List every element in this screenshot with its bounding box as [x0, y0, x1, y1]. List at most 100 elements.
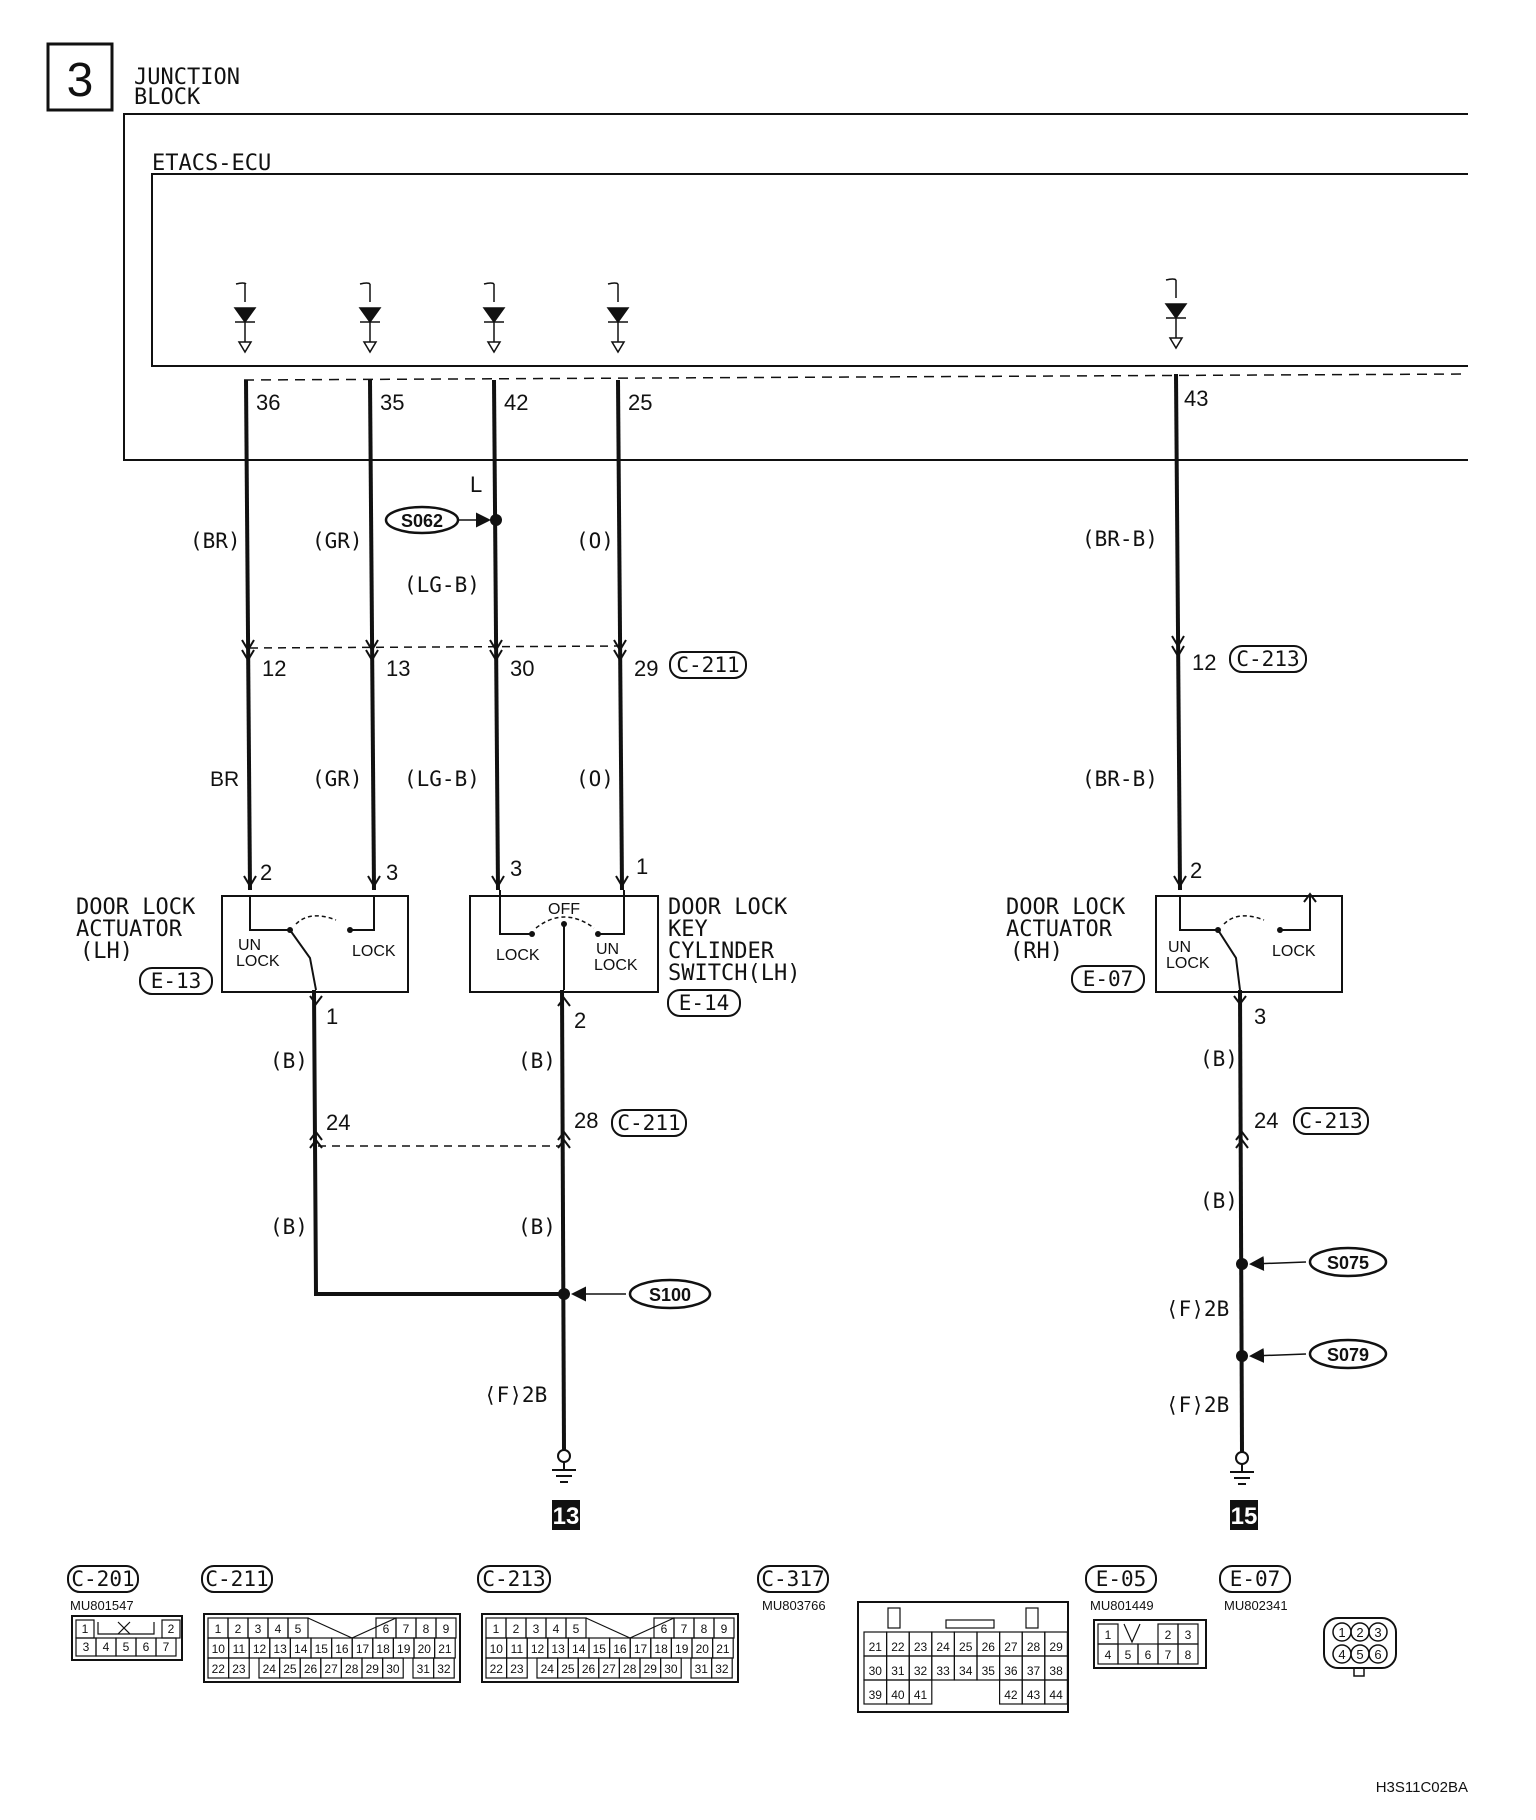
- svg-text:LOCK: LOCK: [1166, 955, 1210, 972]
- connector-pin: 7: [155, 1637, 177, 1657]
- svg-text:37: 37: [1027, 1664, 1041, 1678]
- svg-text:10: 10: [490, 1642, 504, 1656]
- connector-pin: 21: [863, 1631, 888, 1657]
- connector-pin: 6: [375, 1617, 397, 1639]
- svg-text:LOCK: LOCK: [352, 943, 396, 960]
- svg-text:25: 25: [959, 1640, 973, 1654]
- ks-color-b-bottom: (B): [518, 1215, 556, 1239]
- svg-text:4: 4: [1338, 1647, 1345, 1662]
- ground-15: [1230, 1451, 1254, 1485]
- svg-text:6: 6: [1374, 1647, 1381, 1662]
- svg-text:18: 18: [654, 1642, 668, 1656]
- inline-arrows-upper: [241, 635, 1185, 662]
- driver-36: [233, 282, 257, 354]
- svg-text:5: 5: [1356, 1647, 1363, 1662]
- lh-actuator-pin-3: 3: [386, 860, 398, 885]
- wire-gr: [368, 379, 376, 891]
- connector-pin: 26: [299, 1657, 322, 1679]
- lh-actuator: UN LOCK LOCK DOOR LOCK ACTUATOR (LH) E-1…: [76, 895, 409, 995]
- svg-text:26: 26: [582, 1662, 596, 1676]
- section-number: 3: [67, 54, 94, 107]
- rh-actuator-name: DOOR LOCK: [1006, 895, 1126, 920]
- svg-text:9: 9: [443, 1622, 450, 1636]
- connector-pin: 23: [908, 1631, 933, 1657]
- svg-text:UN: UN: [1168, 939, 1191, 956]
- wire-color-gr-mid: (GR): [312, 767, 363, 791]
- splice-s100: S100: [558, 1278, 712, 1310]
- connector-pin: 30: [863, 1655, 888, 1681]
- svg-text:13: 13: [273, 1642, 287, 1656]
- svg-text:E-07: E-07: [1083, 967, 1134, 991]
- connector-pin: 3: [525, 1617, 547, 1639]
- svg-text:28: 28: [345, 1662, 359, 1676]
- connector-pin: 29: [639, 1657, 662, 1679]
- wire-lg-b: [492, 379, 500, 891]
- connector-pin: 3: [1177, 1623, 1199, 1645]
- connector-pin: 30: [382, 1657, 404, 1679]
- connector-pin: 4: [267, 1617, 289, 1639]
- svg-text:2: 2: [513, 1622, 520, 1636]
- connector-pin: 23: [506, 1657, 528, 1679]
- svg-text:7: 7: [681, 1622, 688, 1636]
- connector-pin: 36: [998, 1655, 1023, 1681]
- svg-text:27: 27: [324, 1662, 338, 1676]
- svg-text:4: 4: [553, 1622, 560, 1636]
- svg-text:4: 4: [1105, 1648, 1112, 1662]
- svg-text:27: 27: [602, 1662, 616, 1676]
- connector-pin: 11: [228, 1637, 250, 1659]
- connector-pin: 15: [588, 1637, 611, 1659]
- connector-pin: 31: [412, 1657, 435, 1679]
- svg-text:3: 3: [255, 1622, 262, 1636]
- connector-pin: 16: [331, 1637, 353, 1659]
- connector-pin: 43: [1021, 1679, 1046, 1705]
- svg-text:1: 1: [1105, 1628, 1112, 1642]
- connector-pin: 37: [1021, 1655, 1046, 1681]
- junction-block-frame: [123, 113, 1468, 461]
- wire-color-br-mid: BR: [210, 768, 239, 791]
- svg-text:32: 32: [715, 1662, 729, 1676]
- svg-text:34: 34: [959, 1664, 973, 1678]
- ecu-pin-36: 36: [256, 390, 280, 415]
- svg-text:30: 30: [664, 1662, 678, 1676]
- key-switch-tag: E-14: [667, 989, 741, 1017]
- connector-pin: 7: [1157, 1643, 1179, 1665]
- svg-text:15: 15: [593, 1642, 607, 1656]
- connector-pin: 32: [433, 1657, 455, 1679]
- connector-pin: 8: [693, 1617, 715, 1639]
- junction-block-title: JUNCTION: [134, 65, 240, 90]
- svg-text:30: 30: [869, 1664, 883, 1678]
- connector-pin: 5: [565, 1617, 587, 1639]
- c201-tag: C-201: [71, 1567, 134, 1591]
- rh-color-b-mid: (B): [1200, 1189, 1238, 1213]
- svg-text:30: 30: [386, 1662, 400, 1676]
- wire-color-br: (BR): [190, 529, 241, 553]
- connector-pin: 5: [287, 1617, 309, 1639]
- c213-pin-12: 12: [1192, 650, 1216, 675]
- e07-tag: E-07: [1230, 1567, 1281, 1591]
- svg-text:UN: UN: [238, 937, 261, 954]
- connector-pin: 32: [908, 1655, 933, 1681]
- rh-color-b-top: (B): [1200, 1047, 1238, 1071]
- connector-pin: 27: [320, 1657, 342, 1679]
- svg-text:E-14: E-14: [679, 991, 730, 1015]
- driver-43: [1164, 278, 1188, 350]
- svg-text:7: 7: [403, 1622, 410, 1636]
- svg-text:14: 14: [572, 1642, 586, 1656]
- connector-pin: 20: [691, 1637, 714, 1659]
- connector-pin: 1: [1097, 1623, 1119, 1645]
- connector-pin: 2: [1157, 1623, 1179, 1645]
- svg-text:24: 24: [263, 1662, 277, 1676]
- connector-pin: 25: [279, 1657, 301, 1679]
- svg-text:S075: S075: [1327, 1253, 1369, 1273]
- svg-text:18: 18: [376, 1642, 390, 1656]
- connector-pin: 14: [567, 1637, 590, 1659]
- connector-pin: 6: [135, 1637, 157, 1657]
- svg-text:SWITCH(LH): SWITCH(LH): [668, 961, 800, 986]
- svg-text:23: 23: [510, 1662, 524, 1676]
- svg-text:6: 6: [383, 1622, 390, 1636]
- connector-pin: 15: [310, 1637, 333, 1659]
- wire-color-br-b-mid: (BR-B): [1082, 767, 1158, 791]
- driver-25: [606, 282, 630, 354]
